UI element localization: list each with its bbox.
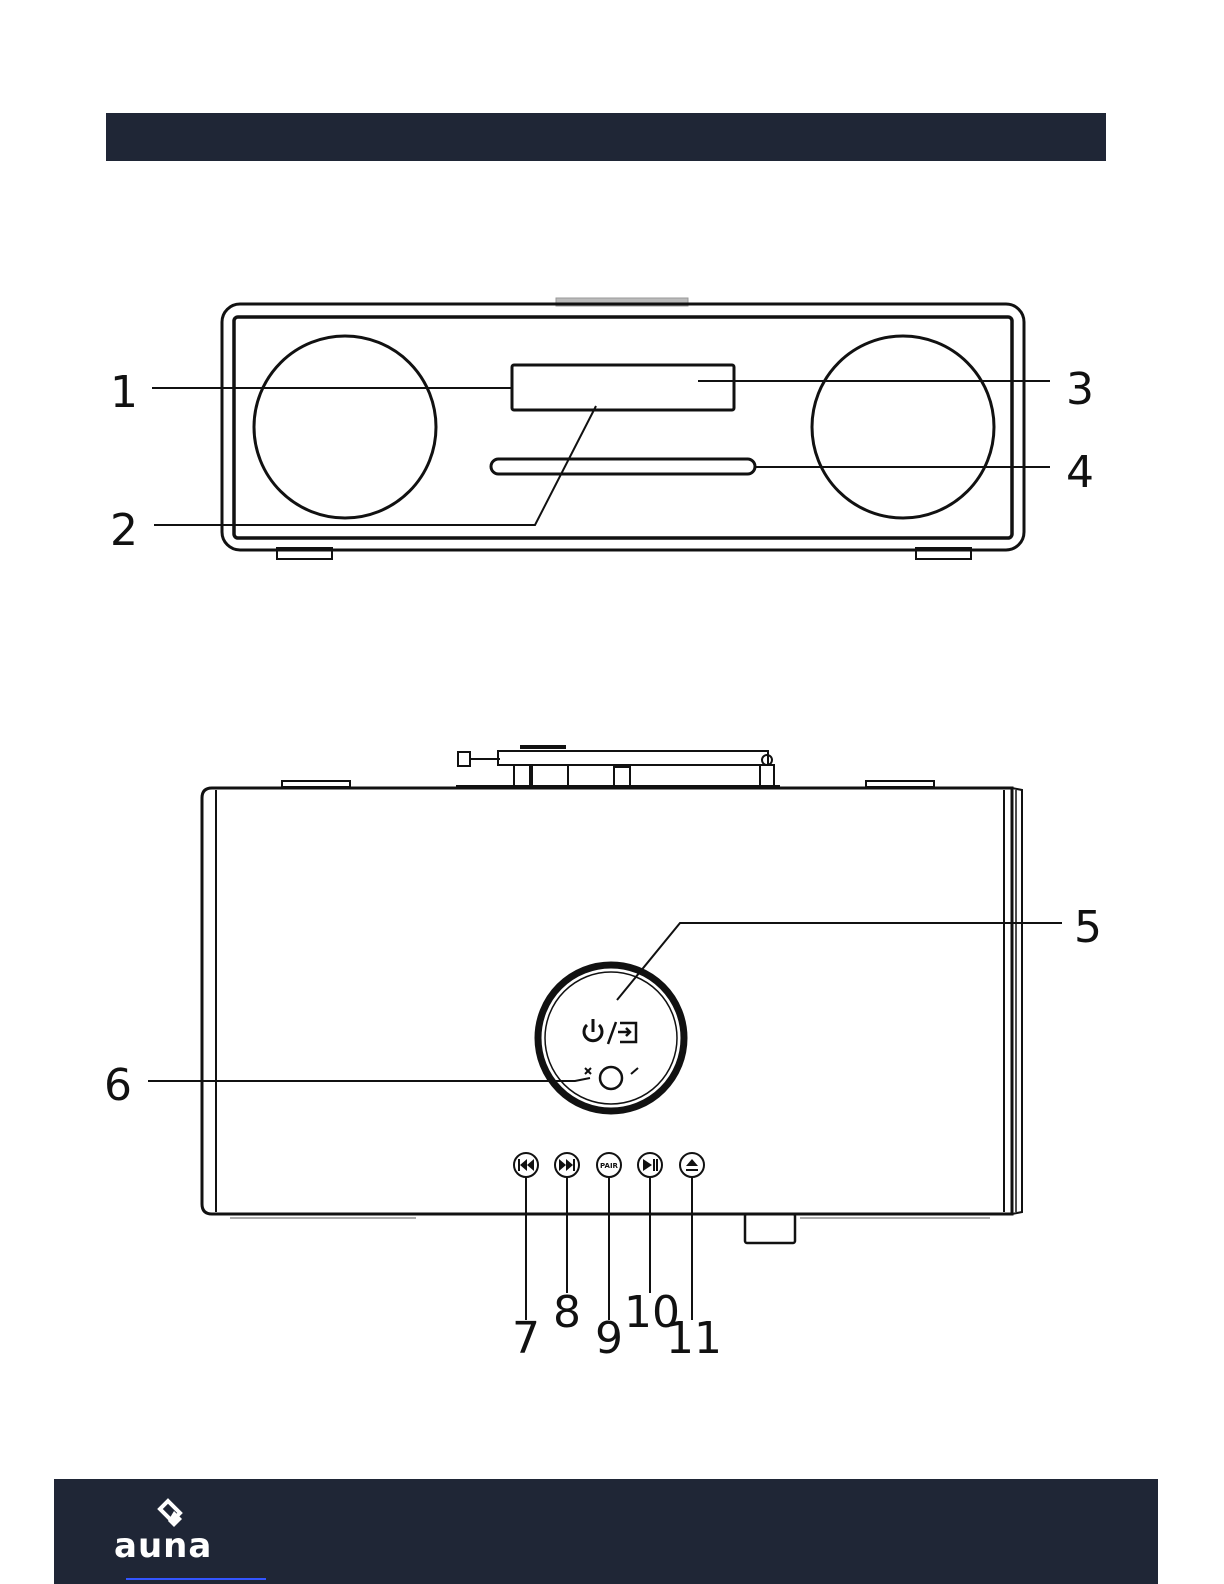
button-row: PAIR <box>514 1153 704 1177</box>
callout-1: 1 <box>110 367 138 418</box>
callout-2: 2 <box>110 505 138 556</box>
callout-8: 8 <box>553 1287 581 1338</box>
play-pause-icon[interactable] <box>638 1153 662 1177</box>
auna-logo: auna <box>112 1493 252 1573</box>
callout-5: 5 <box>1074 902 1102 953</box>
callout-6: 6 <box>104 1060 132 1111</box>
volume-up-mark <box>631 1068 638 1074</box>
skip-next-icon[interactable] <box>555 1153 579 1177</box>
right-speaker <box>812 336 994 518</box>
control-knob <box>538 965 684 1111</box>
eject-icon[interactable] <box>680 1153 704 1177</box>
top-view: PAIR 5 6 7 8 9 10 11 <box>104 747 1102 1364</box>
display-window <box>512 365 734 410</box>
left-speaker <box>254 336 436 518</box>
antenna <box>456 747 780 787</box>
cd-slot <box>491 459 755 474</box>
callout-4: 4 <box>1066 447 1094 498</box>
front-view: 1 2 3 4 <box>110 298 1094 559</box>
logo-text: auna <box>114 1529 212 1563</box>
volume-knob-center <box>600 1067 622 1089</box>
pair-icon[interactable]: PAIR <box>597 1153 621 1177</box>
callout-3: 3 <box>1066 364 1094 415</box>
callout-11: 11 <box>666 1313 722 1364</box>
callout-9: 9 <box>595 1313 623 1364</box>
pair-label: PAIR <box>600 1162 619 1170</box>
footer-bar: auna <box>54 1479 1158 1584</box>
power-input-icon <box>584 1019 636 1044</box>
mute-icon <box>585 1068 591 1074</box>
logo-link-underline <box>126 1578 266 1580</box>
skip-previous-icon[interactable] <box>514 1153 538 1177</box>
callout-7: 7 <box>512 1313 540 1364</box>
